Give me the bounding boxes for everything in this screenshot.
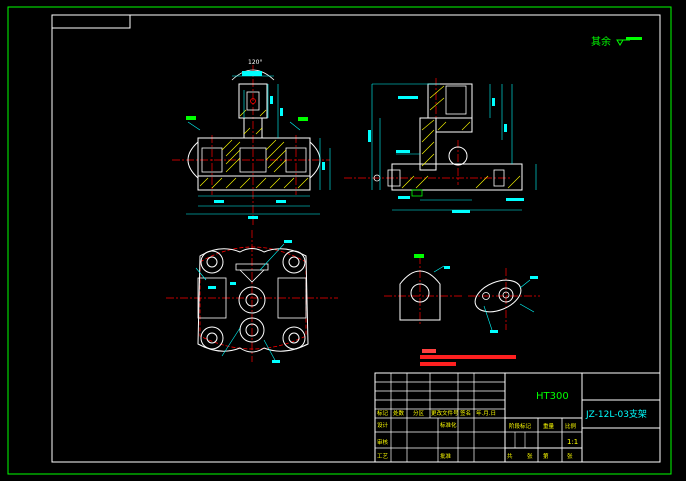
tb-process: 工艺 — [377, 453, 389, 460]
roughness-symbol-icon — [616, 39, 624, 46]
tb-sheets: 共 — [507, 452, 513, 460]
side-view — [344, 78, 537, 213]
tb-design: 设计 — [377, 421, 389, 429]
tb-stage-mark: 阶段标记 — [509, 422, 532, 430]
front-view: 120° — [172, 59, 331, 225]
title-block: 标记 处数 分区 更改文件号 签名 年.月.日 设计 标准化 审核 工艺 批准 … — [374, 372, 661, 463]
detail-views — [384, 254, 540, 333]
part-name-label: JZ-12L-03支架 — [585, 408, 647, 420]
tb-date: 年.月.日 — [476, 409, 496, 417]
tb-sheet-of: 张 — [527, 452, 533, 460]
tb-standardize: 标准化 — [440, 421, 457, 429]
sheet-border — [7, 6, 672, 475]
tb-review: 审核 — [377, 438, 389, 446]
tb-zone: 分区 — [413, 409, 425, 417]
plan-view — [166, 230, 338, 363]
roughness-note-text: 其余 — [591, 35, 611, 48]
tb-change-doc: 更改文件号 — [431, 409, 459, 417]
tb-sign: 签名 — [460, 409, 471, 417]
tb-sheet-unit: 张 — [567, 452, 573, 460]
tb-sheet-no: 第 — [543, 452, 549, 460]
tb-count: 处数 — [393, 409, 405, 417]
angle-label: 120° — [248, 59, 262, 66]
material-label: HT300 — [536, 391, 569, 402]
tb-scale-label: 比例 — [565, 422, 577, 430]
scale-value: 1:1 — [567, 438, 578, 446]
tb-weight: 重量 — [543, 422, 555, 430]
roughness-note: 其余 — [591, 35, 642, 48]
tb-mark: 标记 — [377, 409, 389, 417]
tb-approve: 批准 — [440, 452, 452, 460]
tech-requirements — [420, 349, 516, 366]
